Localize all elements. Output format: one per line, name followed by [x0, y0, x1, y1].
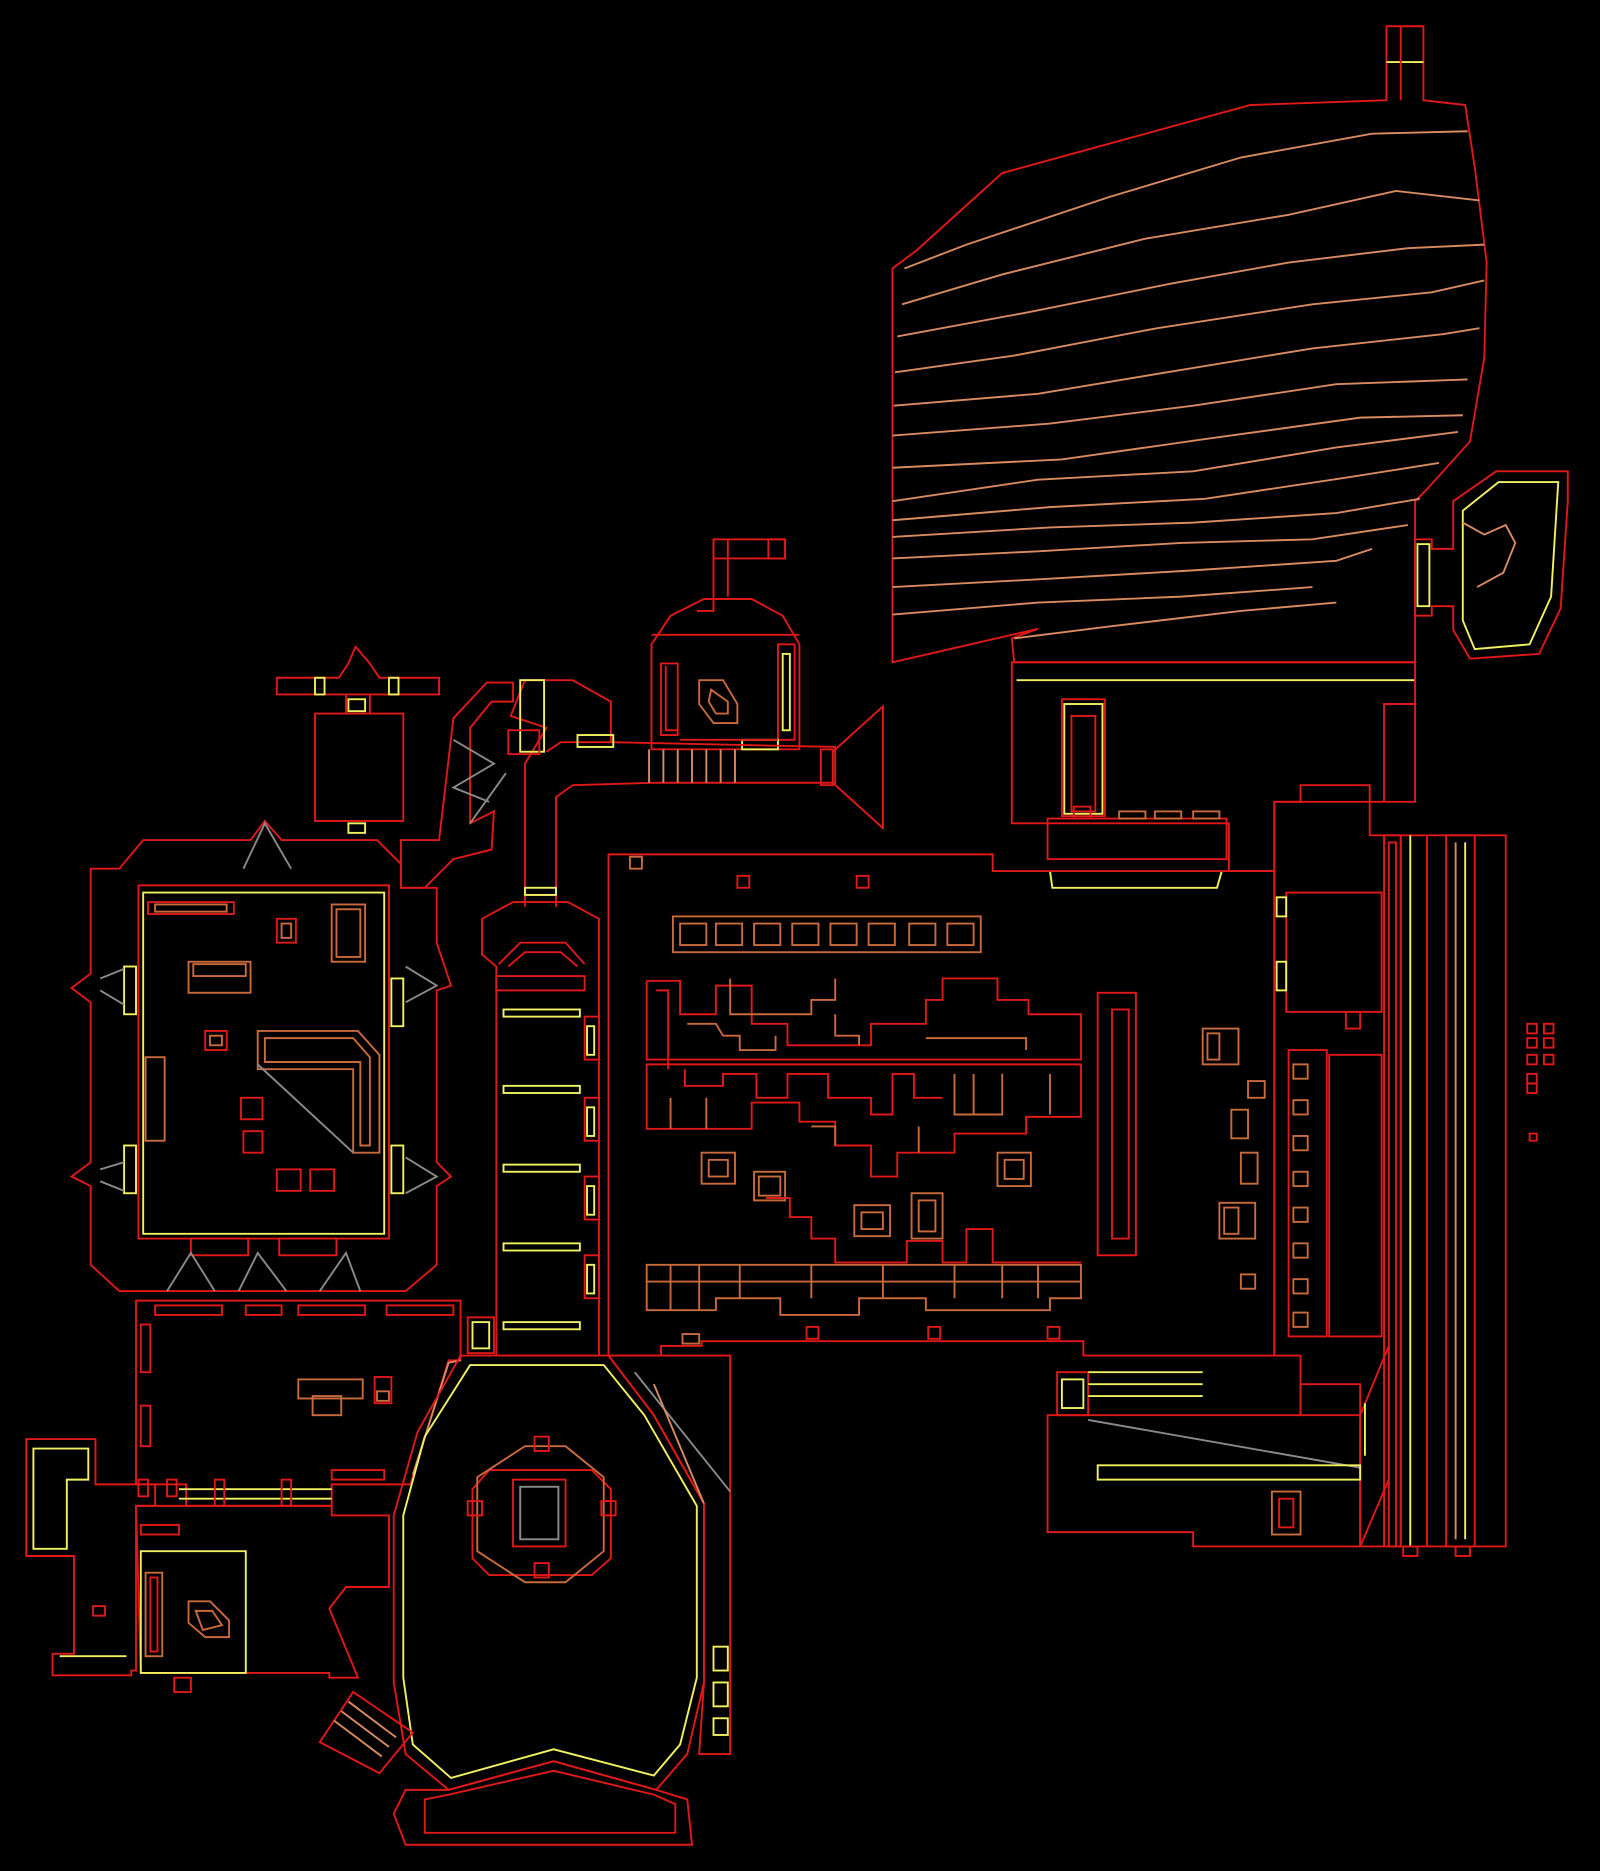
- north-corridors: [399, 679, 884, 907]
- north-domed-room: [650, 538, 801, 751]
- far-west-alcove: [25, 1438, 178, 1677]
- west-column-corridor: [481, 901, 600, 1357]
- outdoor-hill: [891, 25, 1488, 682]
- crate-cluster-mid: [700, 1151, 1032, 1240]
- north-spawn-room: [1010, 661, 1417, 889]
- west-top-tower: [275, 644, 441, 834]
- central-storage-hall: [607, 853, 1276, 1417]
- stair-steps: [648, 749, 736, 783]
- crate-maze-upper: [645, 977, 1082, 1178]
- crate-maze-lower: [645, 1197, 1082, 1316]
- south-east-ramp-room: [1046, 1345, 1390, 1548]
- south-octagon-arena: [318, 1354, 732, 1846]
- east-column-corridor: [1273, 800, 1507, 1557]
- south-west-hall: [135, 1299, 495, 1507]
- east-small-pod: [1414, 470, 1569, 660]
- hill-contour-lines: [892, 130, 1485, 640]
- west-courtyard-room: [69, 819, 453, 1293]
- south-west-small-room: [135, 1504, 390, 1693]
- far-east-markers: [1526, 1022, 1555, 1142]
- crate-row-top: [671, 915, 982, 954]
